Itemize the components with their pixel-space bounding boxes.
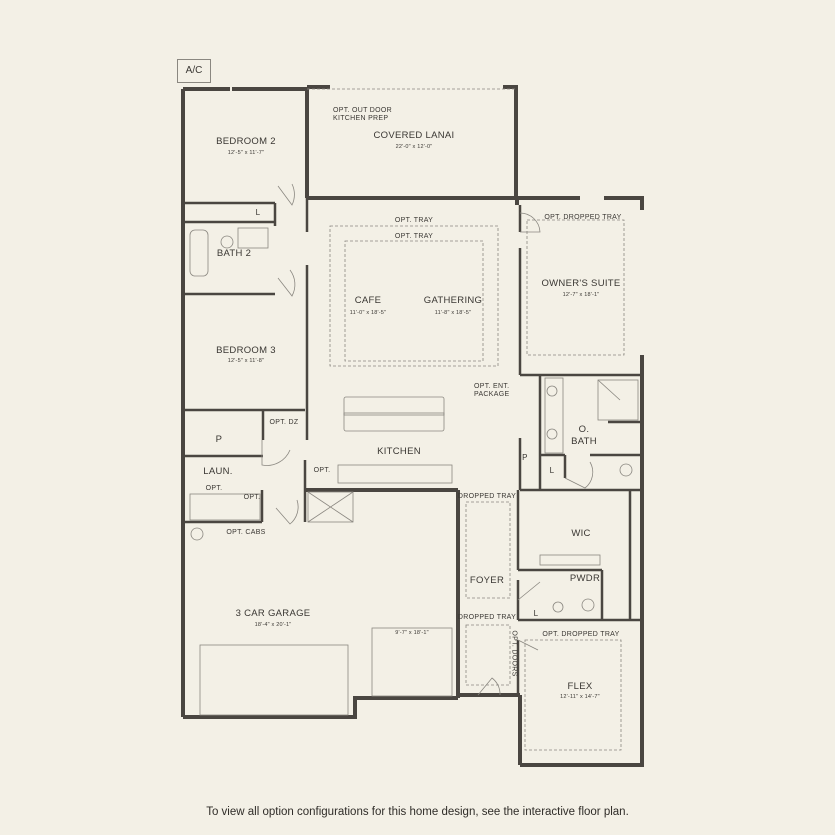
note-opt-ent-package: OPT. ENT. PACKAGE [474, 383, 510, 398]
room-name-garage: 3 CAR GARAGE [235, 608, 311, 619]
interior-walls [183, 198, 642, 695]
room-name-laundry: LAUN. [203, 466, 233, 477]
note-dropped-tray-top: DROPPED TRAY [457, 493, 517, 500]
room-dims-bedroom3: 12'-5" x 11'-8" [227, 358, 265, 364]
room-name-gathering: GATHERING [423, 295, 483, 306]
room-dims-cafe: 11'-0" x 18'-5" [349, 310, 387, 316]
room-name-foyer: FOYER [469, 575, 505, 586]
room-name-pantry: P [215, 434, 223, 445]
room-dims-covered-lanai: 22'-0" x 12'-0" [395, 144, 433, 150]
note-opt-dz: OPT. DZ [269, 419, 299, 426]
room-dims-garage: 18'-4" x 20'-1" [254, 622, 292, 628]
room-dims-flex: 12'-11" x 14'-7" [560, 694, 600, 700]
room-name-cafe: CAFE [354, 295, 382, 306]
room-dims-garage-bay3: 9'-7" x 18'-1" [395, 630, 429, 636]
note-opt-cabs: OPT. CABS [226, 529, 266, 536]
room-dims-owners-suite: 12'-7" x 18'-1" [562, 292, 600, 298]
room-name-o-bath: O. BATH [571, 424, 597, 447]
room-name-owners-suite: OWNER'S SUITE [541, 278, 621, 289]
footer-note: To view all option configurations for th… [206, 806, 629, 818]
ceiling-tray-outlines [307, 88, 625, 751]
room-dims-bedroom2: 12'-5" x 11'-7" [227, 150, 265, 156]
label-pantry-2: P [522, 453, 528, 462]
exterior-walls [181, 85, 644, 767]
note-dropped-tray-bottom: DROPPED TRAY [457, 614, 517, 621]
fixtures [189, 227, 639, 716]
label-linen-1: L [255, 208, 261, 217]
note-opt-dropped-tray-flex: OPT. DROPPED TRAY [542, 631, 620, 638]
room-name-covered-lanai: COVERED LANAI [373, 130, 455, 141]
room-name-flex: FLEX [567, 681, 593, 692]
room-name-kitchen: KITCHEN [377, 446, 421, 457]
note-opt-laun2: OPT. [243, 494, 261, 501]
room-name-bath2: BATH 2 [216, 248, 252, 259]
note-opt-laun: OPT. [205, 485, 223, 492]
room-dims-gathering: 11'-8" x 18'-5" [434, 310, 472, 316]
label-linen-3: L [533, 609, 539, 618]
label-linen-2: L [549, 466, 555, 475]
room-name-wic: WIC [571, 528, 591, 539]
note-opt-kitchen: OPT. [313, 467, 331, 474]
note-opt-doors: OPT. DOORS [510, 630, 518, 677]
room-name-bedroom2: BEDROOM 2 [216, 136, 276, 147]
note-opt-tray-inner: OPT. TRAY [394, 233, 434, 240]
note-opt-outdoor-kitchen: OPT. OUT DOOR KITCHEN PREP [333, 107, 392, 122]
room-name-bedroom3: BEDROOM 3 [216, 345, 276, 356]
note-opt-dropped-tray-owner: OPT. DROPPED TRAY [544, 214, 622, 221]
ac-unit-label: A/C [177, 59, 211, 83]
door-swings [261, 183, 621, 696]
room-name-pwdr: PWDR [569, 573, 601, 584]
note-opt-tray-outer: OPT. TRAY [394, 217, 434, 224]
